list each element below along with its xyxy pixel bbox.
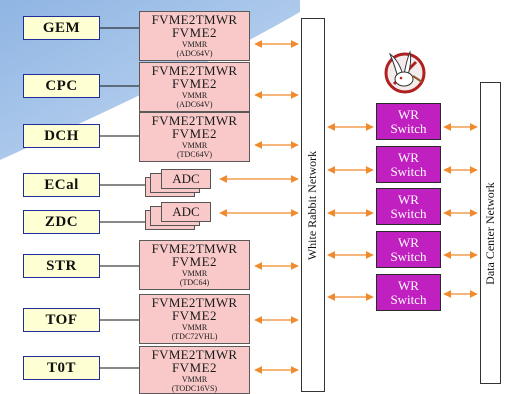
switch-label-top: WR bbox=[398, 150, 419, 165]
white-rabbit-network-bar: White Rabbit Network bbox=[301, 18, 325, 392]
switch-label-bottom: Switch bbox=[390, 249, 427, 264]
switch-label-bottom: Switch bbox=[390, 206, 427, 221]
module-board: VMMR bbox=[181, 141, 208, 150]
fvme-module-cpc: FVME2TMWR FVME2 VMMR (ADC64V) bbox=[139, 62, 250, 112]
fvme-module-str: FVME2TMWR FVME2 VMMR (TDC64) bbox=[139, 240, 250, 290]
white-rabbit-network-label: White Rabbit Network bbox=[305, 150, 320, 260]
module-board: VMMR bbox=[181, 375, 208, 384]
module-crate: FVME2 bbox=[171, 76, 218, 91]
module-name: FVME2TMWR bbox=[151, 295, 238, 310]
detector-box-dch: DCH bbox=[23, 124, 100, 148]
module-type: (ADC64V) bbox=[176, 100, 213, 109]
module-board: VMMR bbox=[181, 40, 208, 49]
module-crate: FVME2 bbox=[171, 360, 218, 375]
wr-switch-2: WR Switch bbox=[376, 146, 441, 183]
detector-box-cpc: CPC bbox=[23, 74, 100, 98]
module-board: VMMR bbox=[181, 91, 208, 100]
switch-label-bottom: Switch bbox=[390, 121, 427, 136]
adc-label: ADC bbox=[172, 171, 200, 186]
data-center-network-label: Data Center Network bbox=[483, 181, 498, 285]
fvme-module-dch: FVME2TMWR FVME2 VMMR (TDC64V) bbox=[139, 112, 250, 162]
adc-label: ADC bbox=[172, 204, 200, 219]
detector-box-tof: TOF bbox=[23, 308, 100, 332]
adc-card-front bbox=[161, 169, 211, 189]
adc-stack-zdc: ADC bbox=[145, 202, 215, 232]
module-type: (TDC64V) bbox=[176, 150, 213, 159]
switch-label-top: WR bbox=[398, 192, 419, 207]
white-rabbit-logo-icon bbox=[384, 50, 426, 94]
module-board: VMMR bbox=[181, 269, 208, 278]
wr-switch-4: WR Switch bbox=[376, 231, 441, 268]
switch-label-top: WR bbox=[398, 278, 419, 293]
module-name: FVME2TMWR bbox=[151, 241, 238, 256]
fvme-module-t0t: FVME2TMWR FVME2 VMMR (TODC16VS) bbox=[139, 346, 250, 394]
adc-stack-ecal: ADC bbox=[145, 169, 215, 199]
switch-label-bottom: Switch bbox=[390, 292, 427, 307]
module-type: (TODC16VS) bbox=[171, 384, 218, 393]
module-crate: FVME2 bbox=[171, 126, 218, 141]
module-name: FVME2TMWR bbox=[151, 12, 238, 27]
module-name: FVME2TMWR bbox=[151, 63, 238, 78]
module-type: (ADC64V) bbox=[176, 49, 213, 58]
module-crate: FVME2 bbox=[171, 308, 218, 323]
arrows-group bbox=[219, 40, 478, 374]
wr-switch-1: WR Switch bbox=[376, 103, 441, 140]
detector-box-zdc: ZDC bbox=[23, 210, 100, 234]
wr-switch-3: WR Switch bbox=[376, 188, 441, 225]
data-center-network-bar: Data Center Network bbox=[480, 82, 501, 384]
adc-card-front bbox=[161, 202, 211, 222]
detector-box-gem: GEM bbox=[23, 16, 100, 40]
switch-label-top: WR bbox=[398, 235, 419, 250]
module-crate: FVME2 bbox=[171, 25, 218, 40]
switch-label-top: WR bbox=[398, 107, 419, 122]
fvme-module-tof: FVME2TMWR FVME2 VMMR (TDC72VHL) bbox=[139, 294, 250, 344]
switch-label-bottom: Switch bbox=[390, 164, 427, 179]
wr-switch-5: WR Switch bbox=[376, 274, 441, 311]
fvme-module-gem: FVME2TMWR FVME2 VMMR (ADC64V) bbox=[139, 11, 250, 61]
module-name: FVME2TMWR bbox=[151, 113, 238, 128]
module-board: VMMR bbox=[181, 323, 208, 332]
module-crate: FVME2 bbox=[171, 254, 218, 269]
module-name: FVME2TMWR bbox=[151, 347, 238, 362]
module-type: (TDC64) bbox=[179, 278, 210, 287]
module-type: (TDC72VHL) bbox=[171, 332, 218, 341]
detector-box-ecal: ECal bbox=[23, 173, 100, 197]
detector-box-str: STR bbox=[23, 254, 100, 278]
detector-box-t0t: T0T bbox=[23, 356, 100, 380]
